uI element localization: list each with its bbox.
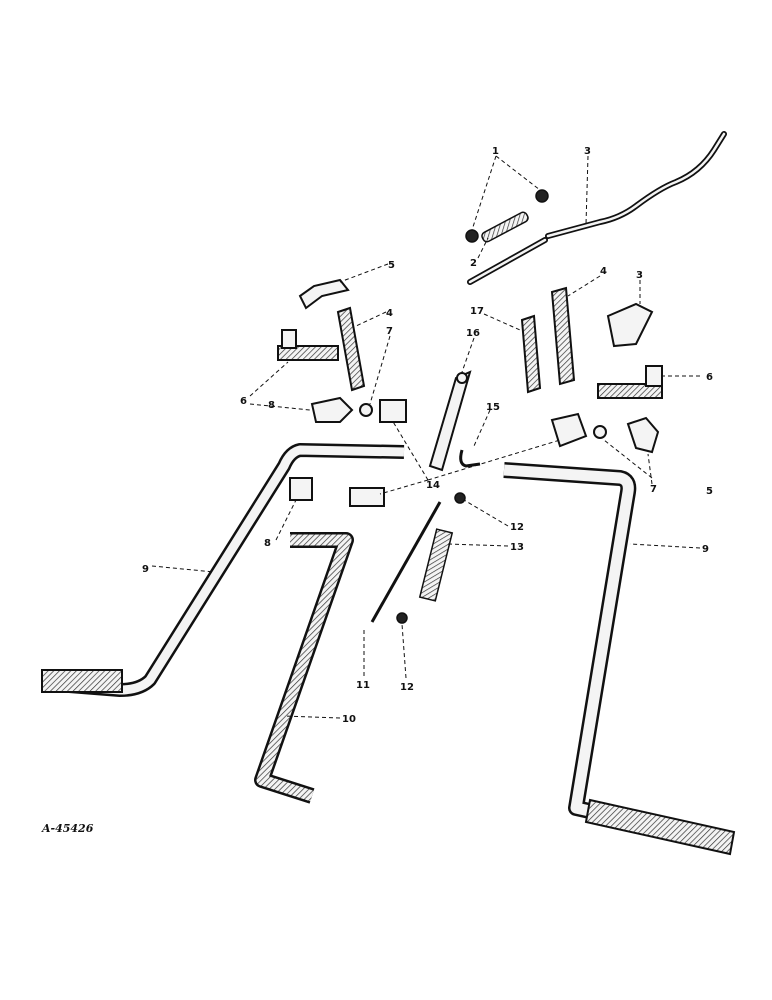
spring-2 (481, 211, 529, 243)
handle-10 (254, 532, 354, 804)
rod-3 (545, 131, 727, 239)
nut-12-top (454, 492, 466, 504)
callout-12: 12 (510, 522, 524, 533)
bracket-5-left (298, 278, 350, 310)
plate-6-left (277, 329, 339, 361)
handle-9-right (503, 462, 736, 856)
callout-4: 4 (600, 266, 607, 277)
callout-7: 7 (386, 326, 393, 337)
callout-15: 15 (486, 402, 500, 413)
callout-2: 2 (470, 258, 477, 269)
callout-13: 13 (510, 542, 524, 553)
callout-labels: 1 2 3 3 4 4 5 5 6 6 7 7 8 8 9 9 10 11 12… (142, 146, 713, 725)
handle-9-left (41, 443, 405, 697)
plate-6-right (597, 365, 663, 399)
callout-3: 3 (636, 270, 643, 281)
callout-14: 14 (426, 480, 440, 491)
clip-7-left (359, 403, 373, 417)
arm-4-left (336, 306, 366, 392)
callout-7: 7 (650, 484, 657, 495)
hub-8-left (310, 396, 354, 423)
callout-10: 10 (342, 714, 356, 725)
callout-6: 6 (240, 396, 247, 407)
callout-8: 8 (264, 538, 271, 549)
rod-lower (467, 237, 548, 285)
nut-1-left (465, 229, 479, 243)
bracket-5-right (606, 302, 654, 348)
block-14-b (550, 412, 588, 448)
figure-id-label: A-45426 (41, 822, 94, 835)
arm-17 (520, 314, 542, 394)
callout-12: 12 (400, 682, 414, 693)
arm-4-right (550, 286, 576, 386)
spring-13 (418, 528, 454, 602)
callout-16: 16 (466, 328, 480, 339)
leader-lines (151, 155, 701, 719)
nut-1-right (535, 189, 549, 203)
hub-8-right (626, 416, 660, 454)
clip-7-right (593, 425, 607, 439)
callout-9: 9 (142, 564, 149, 575)
clip-15 (459, 449, 481, 468)
callout-3: 3 (584, 146, 591, 157)
callout-5: 5 (706, 486, 713, 497)
rod-11 (370, 501, 442, 623)
callout-4: 4 (386, 308, 393, 319)
callout-9: 9 (702, 544, 709, 555)
callout-11: 11 (356, 680, 370, 691)
link-16 (428, 370, 472, 472)
block-left-8 (289, 477, 313, 501)
callout-1: 1 (492, 146, 499, 157)
callout-6: 6 (706, 372, 713, 383)
block-14-c (349, 487, 385, 507)
block-14-a (379, 399, 407, 423)
callout-5: 5 (388, 260, 395, 271)
callout-8: 8 (268, 400, 275, 411)
callout-17: 17 (470, 306, 484, 317)
nut-12-bottom (396, 612, 408, 624)
